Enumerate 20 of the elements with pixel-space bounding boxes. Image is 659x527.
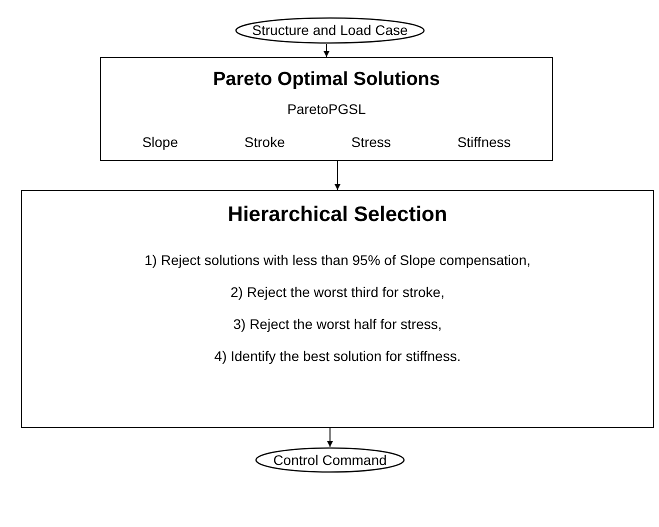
- criterion-label: Stiffness: [457, 132, 511, 152]
- criterion-label: Slope: [142, 132, 178, 152]
- criterion-label: Stroke: [244, 132, 285, 152]
- step-text: 2) Reject the worst third for stroke,: [230, 282, 444, 302]
- process-box: [100, 57, 553, 161]
- arrow: [334, 160, 340, 190]
- criterion-label: Stress: [351, 132, 391, 152]
- terminal-label: Control Command: [273, 450, 387, 470]
- terminal-ellipse: [235, 17, 425, 44]
- step-text: 4) Identify the best solution for stiffness.: [214, 346, 461, 366]
- box-heading: Hierarchical Selection: [228, 202, 448, 228]
- arrow: [324, 44, 330, 58]
- step-text: 3) Reject the worst half for stress,: [233, 314, 442, 334]
- method-label: ParetoPGSL: [287, 100, 366, 118]
- box-heading: Pareto Optimal Solutions: [213, 68, 440, 92]
- terminal-ellipse: [255, 447, 405, 473]
- terminal-label: Structure and Load Case: [252, 21, 408, 40]
- arrow: [327, 428, 333, 448]
- step-text: 1) Reject solutions with less than 95% of Slope compensation,: [144, 250, 530, 270]
- process-box: [21, 190, 654, 428]
